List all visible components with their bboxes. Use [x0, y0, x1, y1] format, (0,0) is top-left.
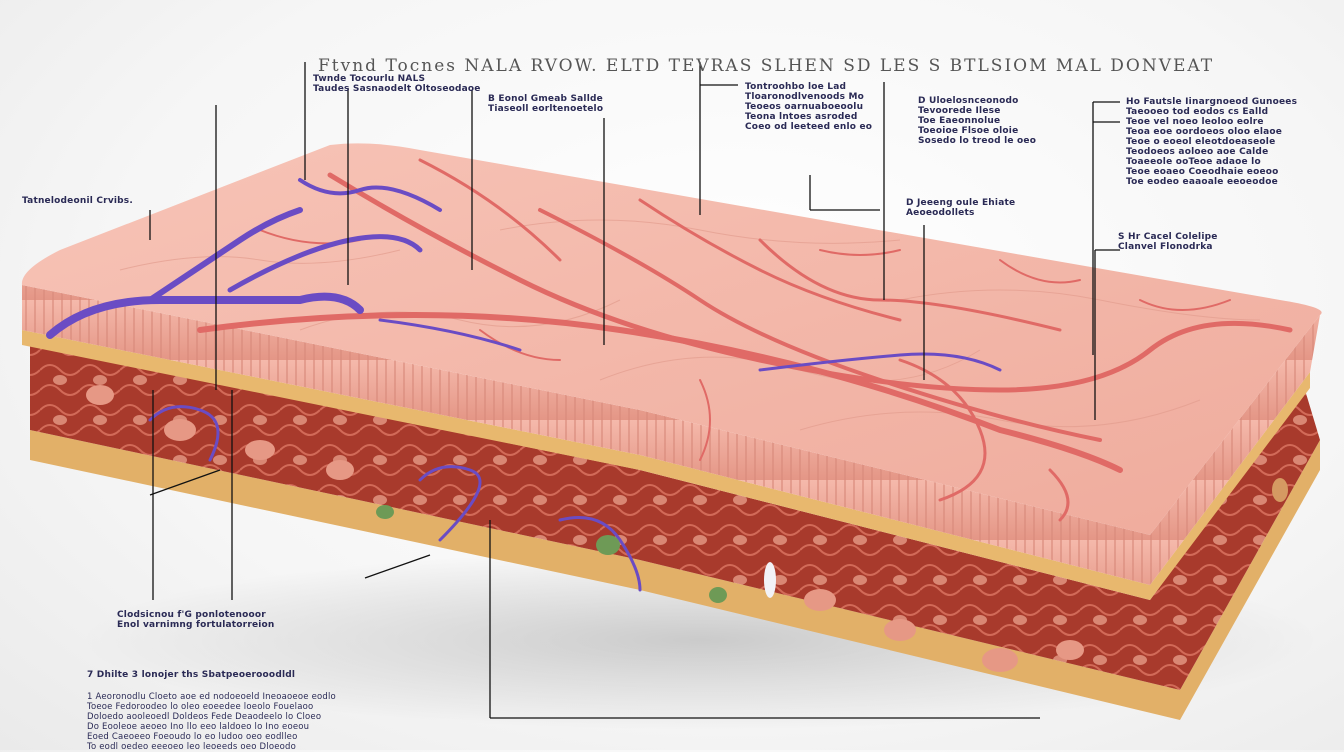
dermal-glands: [86, 385, 1288, 672]
label-bottom-left: Clodsicnou f'G ponlotenooor Enol varnimn…: [117, 610, 275, 630]
label-top-right: D Uloelosnceonodo Tevoorede Ilese Toe Ea…: [918, 96, 1037, 146]
label-right-list: Ho Fautsle Iinargnoeod Gunoees Taeooeo t…: [1126, 97, 1298, 187]
label-bottom-left-heading: 7 Dhilte 3 lonojer ths Sbatpeoerooodldl: [87, 670, 296, 680]
label-bottom-left-notes: 1 Aeoronodlu Cloeto aoe ed nodoeoeld Ine…: [87, 692, 336, 752]
label-right-secondary: S Hr Cacel Colelipe Clanvel Flonodrka: [1118, 232, 1218, 252]
dermis-layer: [30, 345, 1320, 690]
label-top-center-list: Tontroohbo loe Lad Tloaronodlvenoods Mo …: [745, 82, 873, 132]
label-top-center: B Eonol Gmeab Sallde Tiaseoll eorltenoet…: [488, 94, 604, 114]
diagram-title: Ftvnd Tocnes NALA RVOW. ELTD TEVRAS SLHE…: [318, 56, 1215, 76]
label-mid-right: D Jeeeng oule Ehiate Aeoeodollets: [906, 198, 1016, 218]
basement-band: [22, 330, 1310, 600]
label-top-left: Twnde Tocourlu NALS Taudes Sasnaodelt Ol…: [313, 74, 481, 94]
vein-network: [46, 178, 1002, 592]
label-left: Tatnelodeonil Crvibs.: [22, 196, 133, 206]
hypodermis-layer: [30, 430, 1320, 720]
epidermis-front: [22, 285, 1320, 585]
leader-lines: [149, 62, 1120, 719]
artery-network: [197, 158, 1293, 522]
